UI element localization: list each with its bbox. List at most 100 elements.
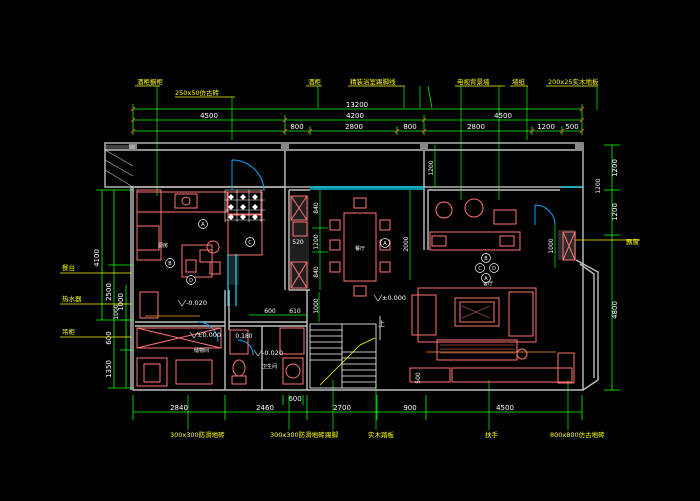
elevation-value: -0.020 <box>262 349 283 357</box>
dim-value: 800 <box>290 123 303 131</box>
callout-label: 踢脚 <box>325 430 339 439</box>
marker-letter: C <box>248 240 252 246</box>
stair-up-label: 上 <box>378 319 385 328</box>
dim-value: 1000 <box>113 304 120 319</box>
living-furniture <box>409 198 573 383</box>
marker-letter: B <box>484 256 488 262</box>
top-callouts: 酒柜橱柜 250x50仿古砖 酒柜 精装浴室踢脚线 电视背景墙 墙纸 200x2… <box>137 77 599 97</box>
dim-value: 1200 <box>313 234 320 249</box>
bottom-dimension-values: 2840 2460 600 2700 900 4500 <box>170 395 514 412</box>
callout-label: 酒柜 <box>308 77 322 86</box>
callout-label: 精装浴室踢脚线 <box>350 77 396 86</box>
room-living: 客厅 <box>483 280 493 287</box>
callout-label: 餐台 <box>62 263 75 272</box>
room-bath: 卫生间 <box>262 363 277 370</box>
callout-label: 800x800仿古地砖 <box>550 430 605 439</box>
dim-value: 1200 <box>611 159 619 177</box>
dim-value: 4200 <box>346 112 364 120</box>
left-callout-leaders <box>60 272 132 338</box>
dining-label: 餐厅 <box>355 245 365 252</box>
callout-label: 实木踏板 <box>368 430 395 439</box>
dim-value: 500 <box>565 123 578 131</box>
interior-dimension-values: 840 520 1200 840 1000 600 610 1000 1000 … <box>113 160 602 384</box>
dim-value: 1200 <box>537 123 555 131</box>
marker-letter: D <box>189 278 193 284</box>
elevation-value: ±0.000 <box>382 294 406 302</box>
callout-label: 电视背景墙 <box>457 77 490 86</box>
dim-value: 2460 <box>256 404 274 412</box>
right-dimension-values: 1200 1200 4800 <box>611 159 619 319</box>
marker-letter: C <box>478 266 482 272</box>
dim-value: 840 <box>313 266 320 278</box>
room-study: 储物间 <box>194 347 209 354</box>
dim-value: 1350 <box>105 360 113 378</box>
view-markers <box>165 219 499 285</box>
dim-value: 800 <box>403 123 416 131</box>
view-marker-letters: A B C D A B C D A <box>168 222 496 284</box>
bottom-leaders <box>187 380 569 430</box>
elevation-symbols <box>177 294 383 357</box>
callout-label: 热水器 <box>62 294 82 303</box>
elevation-marks: -0.020 ±0.000 -0.020 ±0.000 <box>186 294 406 357</box>
left-dimension-values: 4100 2500 1000 600 1350 <box>93 249 125 378</box>
living-label: 客厅 <box>483 280 493 287</box>
elevation-value: ±0.000 <box>197 331 221 339</box>
window-lines <box>227 186 583 306</box>
wine-cabinet <box>290 195 308 289</box>
callout-label: 酒柜橱柜 <box>137 77 164 86</box>
callout-leaders <box>135 85 598 98</box>
section-lines <box>145 315 556 353</box>
dim-value: 600 <box>288 395 301 403</box>
elevation-value: -0.020 <box>186 299 207 307</box>
right-dimension-lines <box>604 144 620 391</box>
marker-letter: B <box>168 261 172 267</box>
walls <box>104 142 599 391</box>
dim-value: 1200 <box>428 160 435 175</box>
dim-value: 520 <box>292 239 304 246</box>
callout-label: 250x50仿古砖 <box>175 88 220 97</box>
dim-value: 2500 <box>105 283 113 301</box>
right-wall-box <box>557 231 576 384</box>
room-kitchen: 厨房 <box>158 242 168 249</box>
dim-value: 610 <box>289 308 301 315</box>
dim-value: 2000 <box>403 236 410 251</box>
marker-letter: A <box>383 241 387 247</box>
dim-value: 4500 <box>200 112 218 120</box>
stair-arrow <box>319 337 376 386</box>
room-dining: 餐厅 <box>355 245 365 252</box>
dim-value: 0.180 <box>235 333 252 340</box>
callout-label: 吊柜 <box>62 327 76 336</box>
column-markers <box>129 143 583 151</box>
bathroom-fixtures <box>229 327 305 385</box>
dim-value: 600 <box>264 308 276 315</box>
dim-value: 4800 <box>611 301 619 319</box>
balcony-hatch <box>104 145 135 188</box>
left-dimension-lines <box>96 189 134 389</box>
dim-total: 13200 <box>346 101 368 109</box>
dim-value: 4500 <box>496 404 514 412</box>
dimension-ticks <box>130 106 585 134</box>
dim-value: 600 <box>105 331 113 344</box>
dim-value: 900 <box>403 404 416 412</box>
dim-value: 1000 <box>313 298 320 313</box>
left-callouts: 餐台 热水器 吊柜 <box>62 263 82 336</box>
dim-value: 4500 <box>494 112 512 120</box>
dim-value: 2700 <box>333 404 351 412</box>
bottom-callouts: 300x300防滑地砖 300x300防滑地砖 踢脚 实木踏板 扶手 800x8… <box>170 430 605 439</box>
dim-value: 1200 <box>611 203 619 221</box>
bottom-dimension-lines <box>132 395 583 420</box>
dim-value: 4100 <box>93 249 101 267</box>
stairs <box>309 316 381 389</box>
study-bath-labels: 储物间 卫生间 厨房 <box>158 242 277 370</box>
dim-value: 2840 <box>170 404 188 412</box>
sofa-pattern <box>440 305 515 354</box>
dim-value: 2800 <box>467 123 485 131</box>
dim-value: 500 <box>415 372 422 384</box>
kitchen-tile-grid <box>224 189 265 222</box>
study-furniture <box>136 327 222 387</box>
marker-letter: A <box>201 222 205 228</box>
callout-label: 200x25实木地板 <box>548 77 599 86</box>
kitchen-fixtures <box>136 189 263 319</box>
marker-letter: A <box>484 276 488 282</box>
